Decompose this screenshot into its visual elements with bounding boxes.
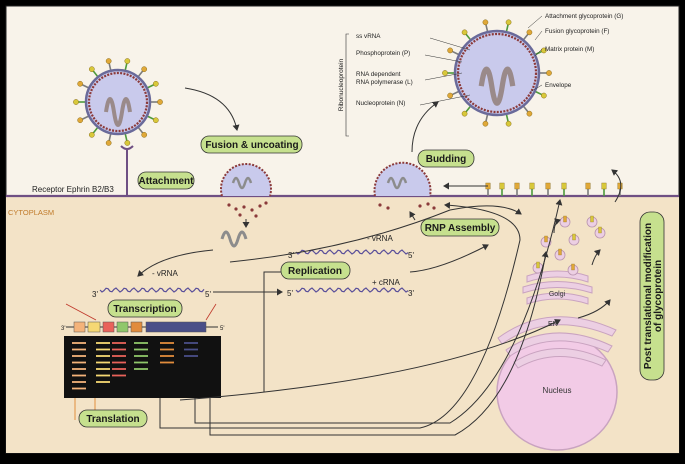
step-post-translational: Post translational modification of glyco… — [639, 211, 665, 381]
ribonucleoprotein-label: Ribonucleoprotein — [338, 58, 345, 111]
ephrin-receptor — [120, 145, 134, 196]
strand1-5prime: 5' — [205, 290, 211, 299]
step-rnp-assembly: RNP Assembly — [420, 218, 500, 237]
strand3-3prime: 3' — [288, 251, 294, 260]
endoplasmic-reticulum — [497, 316, 617, 369]
step-fusion-uncoating: Fusion & uncoating — [200, 135, 303, 154]
nucleus-label: Nucleus — [543, 386, 572, 395]
er-label: ER — [548, 321, 558, 328]
budding-virion — [373, 161, 436, 210]
strand1-3prime: 3' — [92, 290, 98, 299]
golgi-label: Golgi — [549, 291, 566, 298]
genome-3prime: 3' — [61, 326, 65, 332]
virion-part-0: ss vRNA — [356, 33, 381, 40]
svg-text:Transcription: Transcription — [113, 304, 176, 315]
ribonucleoprotein-bracket — [345, 33, 349, 137]
virion-part-3: RNA polymerase (L) — [356, 79, 413, 86]
receptor-label: Receptor Ephrin B2/B3 — [32, 185, 114, 194]
step-transcription: Transcription — [107, 299, 183, 318]
genome-map: 3' 5' — [61, 303, 224, 333]
svg-text:Attachment: Attachment — [138, 176, 194, 187]
svg-text:Fusion & uncoating: Fusion & uncoating — [205, 140, 298, 151]
virion-part-right-2: Matrix protein (M) — [545, 46, 594, 53]
svg-text:Post translational modificatio: Post translational modification — [643, 223, 654, 369]
rna-strands — [99, 249, 409, 293]
released-rnp — [220, 230, 248, 248]
crna-label: + cRNA — [372, 278, 400, 287]
translation-arrows — [74, 199, 563, 436]
step-budding: Budding — [417, 149, 475, 168]
transport-vesicles — [532, 215, 606, 276]
virion-part-right-1: Fusion glycoprotein (F) — [545, 28, 609, 35]
svg-text:of glycoprotein: of glycoprotein — [653, 260, 664, 332]
virion-part-right-3: Envelope — [545, 82, 572, 89]
virion-part-1: Phosphoprotein (P) — [356, 50, 410, 57]
virion-part-4: Nucleoprotein (N) — [356, 100, 405, 107]
step-translation: Translation — [78, 409, 148, 428]
vrna-right-label: - vRNA — [367, 234, 393, 243]
virion-mature — [442, 19, 552, 127]
step-attachment: Attachment — [137, 171, 195, 190]
step-replication: Replication — [280, 261, 351, 280]
svg-text:RNP Assembly: RNP Assembly — [425, 223, 496, 234]
genome-5prime: 5' — [220, 326, 224, 332]
strand3-5prime: 5' — [408, 251, 414, 260]
mrna-transcripts — [72, 342, 198, 390]
svg-text:Budding: Budding — [426, 154, 467, 165]
strand2-3prime: 3' — [408, 289, 414, 298]
virion-part-labels: ss vRNA Phosphoprotein (P) RNA dependentRN… — [356, 13, 623, 107]
golgi-apparatus — [522, 270, 593, 305]
virion-part-2: RNA dependent — [356, 71, 401, 78]
svg-text:Translation: Translation — [86, 414, 139, 425]
strand2-5prime: 5' — [287, 289, 293, 298]
svg-text:Replication: Replication — [288, 266, 342, 277]
process-arrows — [137, 87, 622, 392]
vrna-left-label: - vRNA — [152, 269, 178, 278]
virion-part-right-0: Attachment glycoprotein (G) — [545, 13, 623, 20]
transcript-panel — [64, 336, 221, 398]
fusing-virion — [220, 163, 272, 218]
cytoplasm-label: CYTOPLASM — [8, 208, 54, 217]
virion-extracellular — [73, 58, 163, 146]
